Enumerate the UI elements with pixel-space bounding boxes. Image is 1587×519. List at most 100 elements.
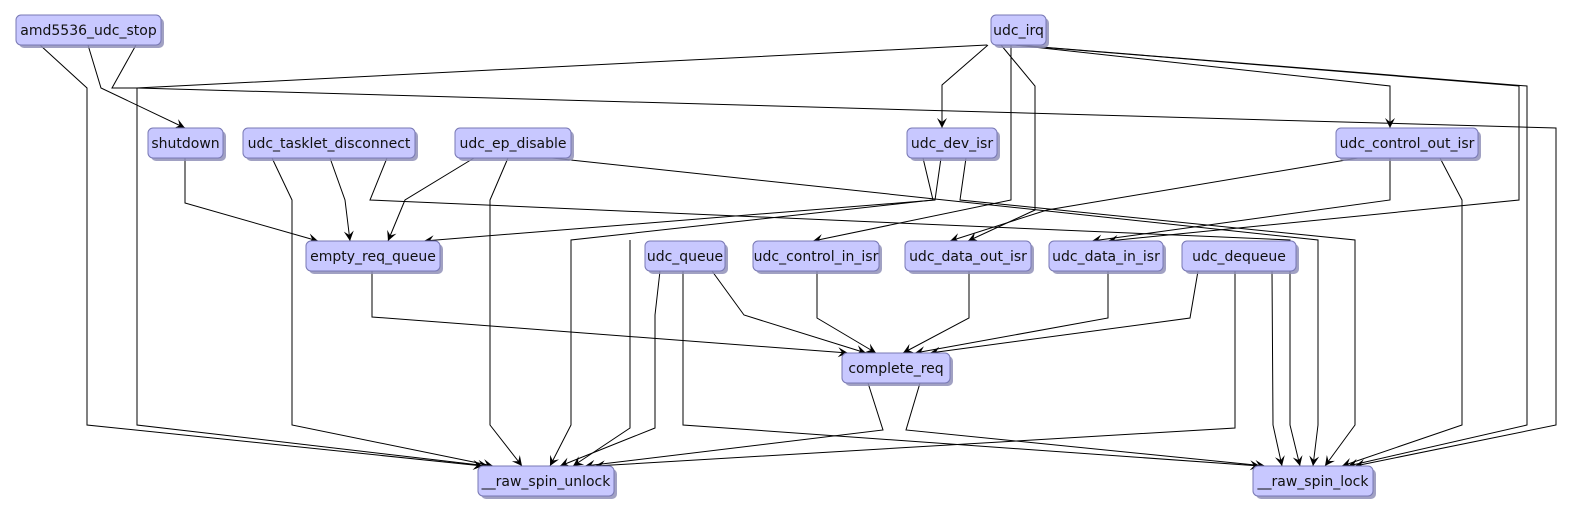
node-box xyxy=(454,127,572,159)
node-raw-spin-unlock[interactable]: __raw_spin_unlock xyxy=(477,465,617,499)
edge-udc_tasklet_disconnect-to-empty_req_queue xyxy=(329,157,354,242)
arrowhead-icon xyxy=(573,456,585,466)
edge-udc_data_in_isr-to-complete_req xyxy=(914,271,1109,357)
arrowhead-icon xyxy=(387,229,397,241)
node-box xyxy=(305,240,441,272)
edge-line xyxy=(1091,158,1391,242)
edge-line xyxy=(816,271,877,354)
node-shutdown[interactable]: shutdown xyxy=(147,127,226,161)
edge-line xyxy=(1015,44,1528,467)
arrowhead-icon xyxy=(1325,454,1335,466)
node-label: empty_req_queue xyxy=(310,249,436,265)
node-udc-ep-disable[interactable]: udc_ep_disable xyxy=(454,127,574,161)
edge-line xyxy=(136,44,988,467)
node-udc-tasklet-disconnect[interactable]: udc_tasklet_disconnect xyxy=(242,127,418,161)
node-box xyxy=(906,127,998,159)
node-box xyxy=(1048,240,1164,272)
edge-line xyxy=(812,45,1012,242)
node-label: udc_control_in_isr xyxy=(754,249,879,265)
arrowhead-icon xyxy=(1309,455,1320,466)
node-box xyxy=(147,127,224,159)
edge-line xyxy=(111,44,1557,467)
edge-udc_queue-to-raw_spin_lock xyxy=(682,271,1261,471)
edge-line xyxy=(329,157,351,242)
edge-line xyxy=(489,157,523,467)
edge-line xyxy=(184,158,319,242)
node-label: udc_tasklet_disconnect xyxy=(248,136,411,152)
edge-line xyxy=(959,157,1356,467)
edge-line xyxy=(584,382,884,467)
arrowhead-icon xyxy=(1292,455,1303,466)
node-label: udc_data_out_isr xyxy=(909,249,1027,265)
arrowhead-icon xyxy=(560,457,572,467)
node-amd5536-udc-stop[interactable]: amd5536_udc_stop xyxy=(15,14,164,48)
edge-shutdown-to-empty_req_queue xyxy=(184,158,319,244)
edge-udc_control_out_isr-to-udc_data_out_isr xyxy=(949,157,1359,243)
node-label: __raw_spin_lock xyxy=(1257,474,1370,490)
edge-udc_data_out_isr-to-complete_req xyxy=(902,271,970,354)
arrowhead-icon xyxy=(837,347,848,358)
edge-udc_tasklet_disconnect-to-raw_spin_unlock xyxy=(271,157,494,469)
node-label: udc_dev_isr xyxy=(911,136,993,152)
edge-line xyxy=(905,382,1266,467)
edge-empty_req_queue-to-complete_req xyxy=(371,271,849,358)
arrowhead-icon xyxy=(1342,458,1354,468)
edge-udc_ep_disable-to-raw_spin_lock xyxy=(551,157,1320,467)
node-udc-data-in-isr[interactable]: udc_data_in_isr xyxy=(1048,240,1166,274)
edge-line xyxy=(967,44,1036,242)
node-label: complete_req xyxy=(848,361,943,377)
edge-udc_irq-to-udc_control_out_isr xyxy=(1014,44,1395,128)
edge-udc_dequeue-to-complete_req xyxy=(929,270,1199,357)
arrowhead-icon xyxy=(937,118,947,128)
node-label: udc_queue xyxy=(647,249,723,265)
edge-udc_dev_isr-to-raw_spin_lock xyxy=(959,157,1356,467)
edge-udc_dev_isr-to-raw_spin_unlock xyxy=(549,157,934,467)
edge-udc_control_out_isr-to-raw_spin_lock xyxy=(1341,157,1463,468)
node-udc-dequeue[interactable]: udc_dequeue xyxy=(1181,240,1299,274)
node-empty-req-queue[interactable]: empty_req_queue xyxy=(305,240,443,274)
node-udc-control-in-isr[interactable]: udc_control_in_isr xyxy=(752,240,882,274)
edge-udc_irq-to-udc_dev_isr xyxy=(937,44,989,128)
arrowhead-icon xyxy=(1274,455,1285,466)
edge-udc_ep_disable-to-raw_spin_unlock xyxy=(489,157,523,467)
node-udc-queue[interactable]: udc_queue xyxy=(644,240,728,274)
edge-complete_req-to-raw_spin_lock xyxy=(905,382,1266,470)
edge-udc_irq-to-udc_data_out_isr xyxy=(967,44,1036,242)
edges-layer xyxy=(39,44,1557,471)
edge-line xyxy=(387,157,475,242)
arrowhead-icon xyxy=(343,230,354,241)
arrowhead-icon xyxy=(511,455,522,466)
edge-udc_dev_isr-to-empty_req_queue xyxy=(423,157,942,246)
node-udc-control-out-isr[interactable]: udc_control_out_isr xyxy=(1335,127,1481,161)
node-udc-data-out-isr[interactable]: udc_data_out_isr xyxy=(904,240,1034,274)
node-box xyxy=(990,14,1047,46)
node-box xyxy=(644,240,726,272)
node-box xyxy=(15,14,162,46)
edge-udc_dequeue-to-raw_spin_lock xyxy=(1271,270,1285,467)
edge-line xyxy=(1014,44,1391,128)
node-box xyxy=(904,240,1032,272)
node-udc-irq[interactable]: udc_irq xyxy=(990,14,1049,48)
edge-line xyxy=(711,270,867,354)
arrowhead-icon xyxy=(864,343,876,353)
node-label: shutdown xyxy=(151,136,219,152)
node-box xyxy=(841,352,951,384)
node-box xyxy=(1335,127,1479,159)
node-box xyxy=(242,127,416,159)
edge-udc_tasklet_disconnect-to-raw_spin_lock xyxy=(369,157,1303,467)
node-label: udc_data_in_isr xyxy=(1052,249,1160,265)
arrowhead-icon xyxy=(173,119,185,129)
edge-udc_control_in_isr-to-complete_req xyxy=(816,271,877,354)
arrowhead-icon xyxy=(854,345,866,355)
edge-line xyxy=(549,157,934,467)
node-udc-dev-isr[interactable]: udc_dev_isr xyxy=(906,127,1000,161)
node-complete-req[interactable]: complete_req xyxy=(841,352,953,386)
node-raw-spin-lock[interactable]: __raw_spin_lock xyxy=(1252,465,1376,499)
edge-line xyxy=(572,240,631,467)
edge-line xyxy=(1341,157,1463,467)
edge-line xyxy=(423,157,942,242)
node-label: udc_irq xyxy=(993,23,1044,39)
edge-udc_ep_disable-to-empty_req_queue xyxy=(387,157,475,242)
edge-line xyxy=(929,270,1199,354)
